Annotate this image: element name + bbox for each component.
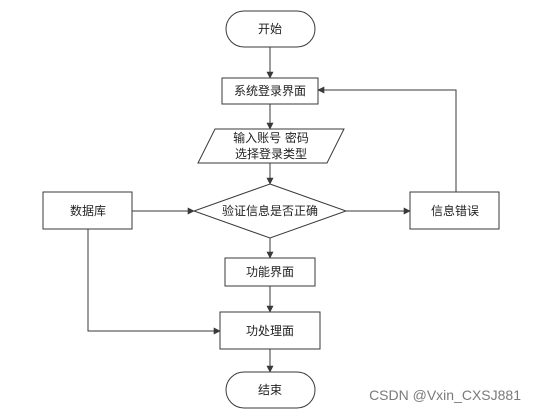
database-label: 数据库 [70,203,106,218]
node-database: 数据库 [42,191,133,230]
start-terminator [225,10,316,48]
node-end: 结束 [225,371,316,409]
process-box [219,311,321,350]
end-terminator [225,371,316,409]
node-input: 输入账号 密码 选择登录类型 [197,128,345,164]
node-login: 系统登录界面 [221,77,319,105]
watermark-text: CSDN @Vxin_CXSJ881 [369,387,521,403]
edge-database-to-process [87,229,221,335]
edges [87,47,457,373]
login-box [221,77,319,105]
function-box [224,257,316,287]
database-box [42,191,133,230]
input-label-line2: 选择登录类型 [235,146,307,161]
input-label-line1: 输入账号 密码 [233,130,309,145]
input-parallelogram [197,128,345,164]
node-start: 开始 [225,10,316,48]
verify-label: 验证信息是否正确 [222,203,318,218]
node-error: 信息错误 [409,191,500,230]
login-label: 系统登录界面 [234,83,306,98]
edge-error-to-login [317,86,457,192]
process-label: 功处理面 [246,324,294,338]
start-label: 开始 [258,22,282,36]
function-label: 功能界面 [246,265,294,279]
node-function: 功能界面 [224,257,316,287]
error-box [409,191,500,230]
verify-diamond [192,183,348,239]
end-label: 结束 [258,383,282,397]
error-label: 信息错误 [431,203,479,218]
node-process: 功处理面 [219,311,321,350]
node-verify: 验证信息是否正确 [192,183,348,239]
